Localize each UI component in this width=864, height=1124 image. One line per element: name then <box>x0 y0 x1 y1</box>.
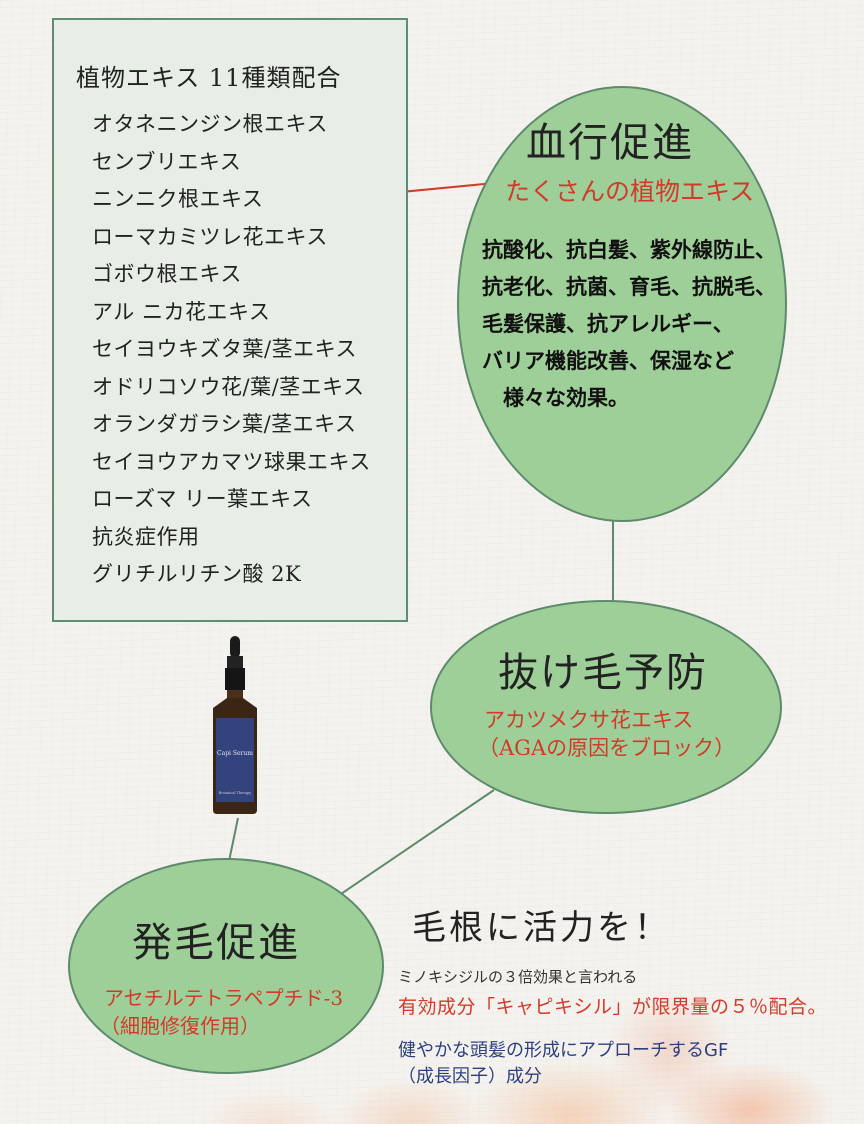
ingredient-item: アル ニカ花エキス <box>92 299 271 324</box>
effect-line: 抗酸化、抗白髪、紫外線防止、 <box>482 238 776 262</box>
ingredient-item: オランダガラシ葉/茎エキス <box>92 412 357 436</box>
ingredient-item: セイヨウアカマツ球果エキス <box>92 449 371 474</box>
ingredient-item: オドリコソウ花/葉/茎エキス <box>92 374 365 399</box>
hair-growth-line1: アセチルテトラペプチド-3 <box>104 986 344 1010</box>
hair-growth-oval <box>68 858 384 1074</box>
vitality-note-2: 有効成分「キャピキシル」が限界量の５％配合。 <box>398 996 828 1018</box>
serum-bottle-image: Capi Serum Botanical Therapy <box>213 636 257 814</box>
bottle-label-name: Capi Serum <box>217 750 253 757</box>
hair-loss-oval <box>430 600 782 814</box>
ingredient-item: オタネニンジン根エキス <box>92 112 328 136</box>
ingredients-box: 植物エキス 11種類配合 オタネニンジン根エキス センブリエキス ニンニク根エキ… <box>52 18 408 622</box>
ingredient-item: 抗炎症作用 <box>92 524 200 549</box>
effects-list: 抗酸化、抗白髪、紫外線防止、 抗老化、抗菌、育毛、抗脱毛、 毛髪保護、抗アレルギ… <box>482 232 776 417</box>
blood-flow-oval <box>457 86 787 522</box>
vitality-note-3: 健やかな頭髪の形成にアプローチするGF <box>398 1040 729 1061</box>
ingredient-item: ニンニク根エキス <box>92 187 264 211</box>
hair-loss-line1: アカツメクサ花エキス <box>484 708 694 732</box>
effect-line: 抗老化、抗菌、育毛、抗脱毛、 <box>482 275 776 299</box>
ingredients-title: 植物エキス 11種類配合 <box>76 64 342 92</box>
hair-loss-line2: （AGAの原因をブロック） <box>478 736 736 760</box>
ingredient-item: ローマカミツレ花エキス <box>92 224 328 249</box>
ingredient-item: ローズマ リー葉エキス <box>92 487 313 511</box>
effect-line: 毛髪保護、抗アレルギー、 <box>482 312 734 336</box>
hair-growth-line2: （細胞修復作用） <box>100 1014 260 1038</box>
effect-line: バリア機能改善、保湿など <box>482 349 734 373</box>
ingredient-item: ゴボウ根エキス <box>92 262 242 286</box>
effect-line: 様々な効果。 <box>482 386 629 410</box>
hair-loss-heading: 抜け毛予防 <box>498 650 708 696</box>
ingredient-item: グリチルリチン酸 2K <box>92 562 302 586</box>
ingredient-item: センブリエキス <box>92 149 242 174</box>
bottle-label-small: Botanical Therapy <box>219 791 251 795</box>
vitality-note-4: （成長因子）成分 <box>398 1066 542 1087</box>
blood-flow-heading: 血行促進 <box>526 120 694 166</box>
ingredients-list: オタネニンジン根エキス センブリエキス ニンニク根エキス ローマカミツレ花エキス… <box>92 106 371 594</box>
ingredient-item: セイヨウキズタ葉/茎エキス <box>92 337 357 361</box>
vitality-heading: 毛根に活力を！ <box>412 908 671 948</box>
hair-growth-heading: 発毛促進 <box>132 920 300 966</box>
vitality-note-1: ミノキシジルの３倍効果と言われる <box>398 968 638 986</box>
blood-flow-subtitle: たくさんの植物エキス <box>505 177 755 206</box>
